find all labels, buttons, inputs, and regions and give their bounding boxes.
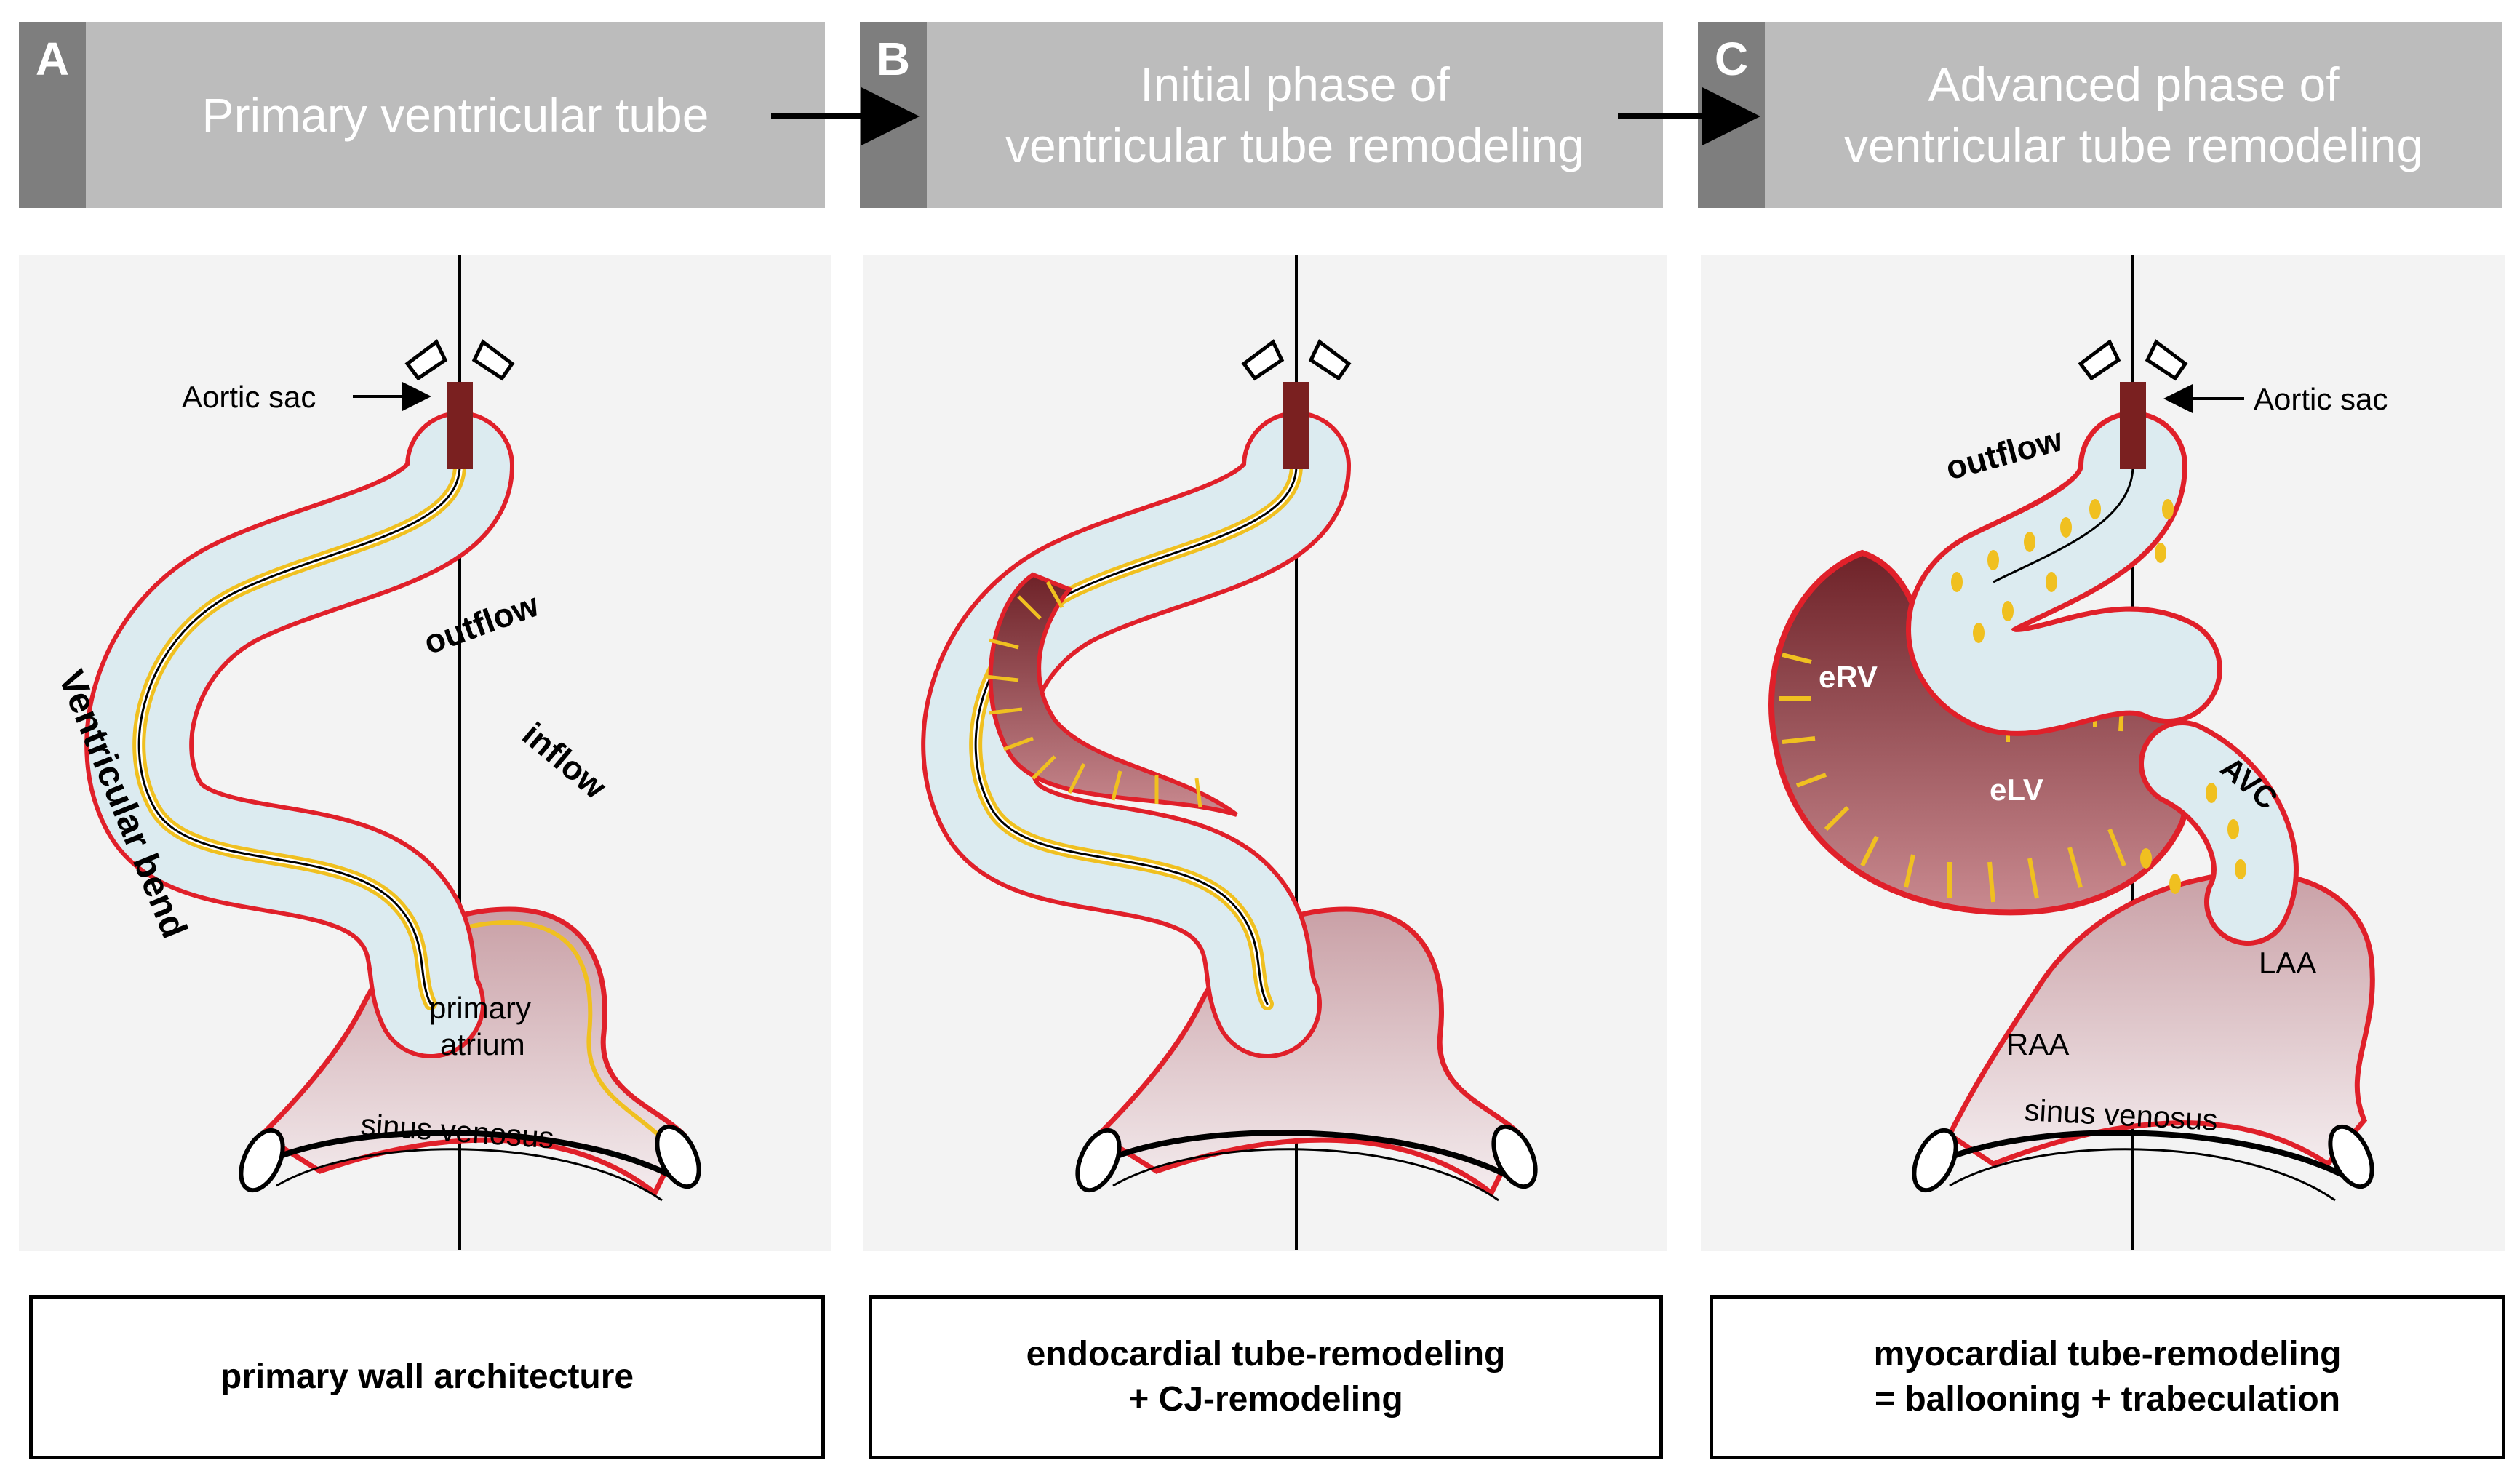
- panel-c-letter: C: [1714, 33, 1749, 85]
- panel-b-title: Initial phase of ventricular tube remode…: [927, 22, 1663, 208]
- label-c-raa: RAA: [2006, 1027, 2069, 1061]
- panel-b-caption-line-1: endocardial tube-remodeling: [1026, 1335, 1506, 1373]
- panel-a-caption: primary wall architecture: [29, 1295, 825, 1459]
- label-c-erv: eRV: [1819, 660, 1878, 694]
- panel-c-caption-line-2: = ballooning + trabeculation: [1874, 1380, 2341, 1419]
- panel-c-title: Advanced phase of ventricular tube remod…: [1765, 22, 2502, 208]
- panel-a-tab: [19, 22, 86, 208]
- panel-a-title-line-1: Primary ventricular tube: [202, 88, 709, 142]
- panel-a-caption-line-1: primary wall architecture: [220, 1357, 634, 1396]
- label-a-aortic-sac: Aortic sac: [182, 380, 316, 414]
- label-c-aortic-sac: Aortic sac: [2254, 382, 2388, 416]
- panel-b-title-line-1: Initial phase of: [1140, 57, 1450, 111]
- panel-c-caption-line-1: myocardial tube-remodeling: [1873, 1335, 2342, 1373]
- panel-a-heart-diagram: [139, 255, 701, 1250]
- panel-a-letter: A: [35, 33, 70, 85]
- label-c-outflow: outflow: [1942, 420, 2067, 487]
- panel-b-header: B Initial phase of ventricular tube remo…: [860, 22, 1663, 208]
- panel-a-title: Primary ventricular tube: [86, 22, 825, 208]
- panel-b-caption: endocardial tube-remodeling + CJ-remodel…: [869, 1295, 1663, 1459]
- panel-b-caption-line-2: + CJ-remodeling: [1128, 1380, 1403, 1419]
- panel-c-caption: myocardial tube-remodeling = ballooning …: [1710, 1295, 2505, 1459]
- label-a-outflow: outflow: [419, 586, 544, 662]
- panel-c-title-line-1: Advanced phase of: [1928, 57, 2340, 111]
- label-c-laa: LAA: [2259, 946, 2316, 980]
- panel-b-heart-diagram: [976, 255, 1538, 1250]
- label-a-primary: primary: [429, 991, 531, 1025]
- panel-b-letter: B: [876, 33, 911, 85]
- panel-c-title-line-2: ventricular tube remodeling: [1843, 119, 2424, 172]
- label-a-inflow: inflow: [516, 715, 614, 806]
- panel-a-header: A Primary ventricular tube: [19, 22, 825, 208]
- label-a-atrium: atrium: [440, 1027, 525, 1061]
- panel-b-title-line-2: ventricular tube remodeling: [1005, 119, 1585, 172]
- panel-c-heart-diagram: [1768, 255, 2375, 1250]
- label-c-elv: eLV: [1990, 773, 2043, 807]
